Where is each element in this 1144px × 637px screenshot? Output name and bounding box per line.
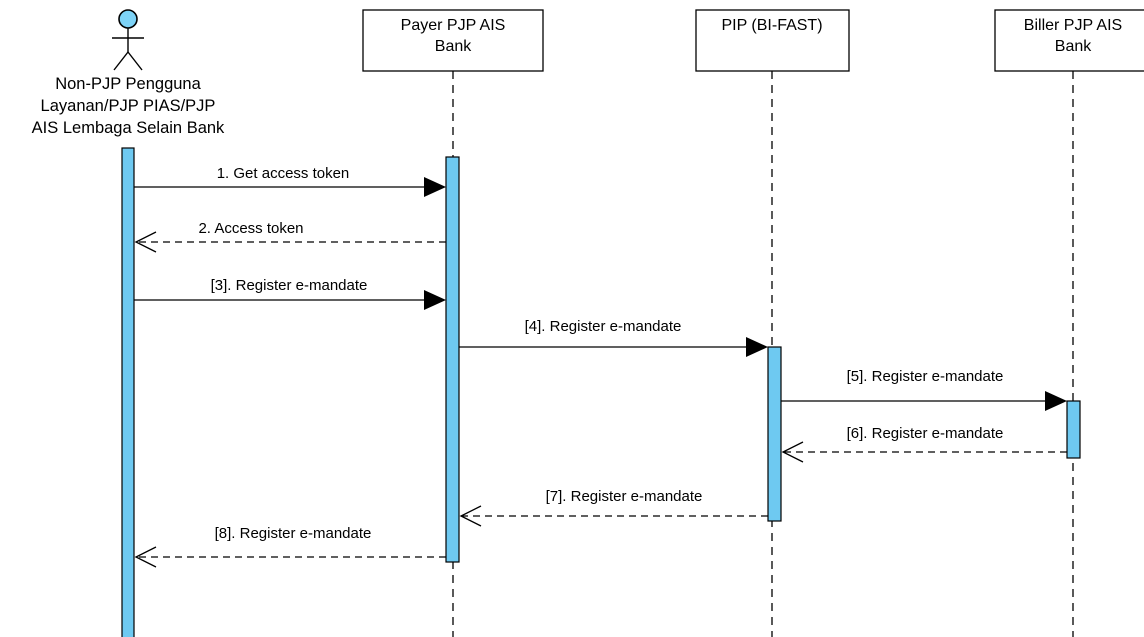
participant-label-payer-line-1: Payer PJP AIS bbox=[401, 17, 506, 34]
actor-figure bbox=[112, 9, 144, 71]
message-5-arrowhead bbox=[1045, 391, 1067, 411]
message-4-label: [4]. Register e-mandate bbox=[525, 318, 682, 335]
activation-payer bbox=[445, 156, 460, 563]
message-6-arrowhead bbox=[781, 441, 804, 463]
actor-label-line-3: AIS Lembaga Selain Bank bbox=[32, 119, 225, 137]
activation-biller bbox=[1066, 400, 1081, 459]
participant-box-pip bbox=[695, 9, 850, 72]
participant-label-biller-line-2: Bank bbox=[1055, 38, 1092, 55]
actor-label-line-1: Non-PJP Pengguna bbox=[55, 75, 201, 93]
message-1-arrowhead bbox=[424, 177, 446, 197]
message-4-arrowhead bbox=[746, 337, 768, 357]
message-5-label: [5]. Register e-mandate bbox=[847, 368, 1004, 385]
participant-box-biller bbox=[994, 9, 1144, 72]
participant-label-pip: PIP (BI-FAST) bbox=[721, 17, 822, 34]
message-2-label: 2. Access token bbox=[198, 220, 303, 237]
actor-right-leg bbox=[127, 51, 143, 71]
actor-label-line-2: Layanan/PJP PIAS/PJP bbox=[41, 97, 216, 115]
message-2-arrowhead bbox=[134, 231, 157, 253]
participant-label-biller-line-1: Biller PJP AIS bbox=[1024, 17, 1122, 34]
message-8-arrowhead bbox=[134, 546, 157, 568]
message-7-arrowhead bbox=[459, 505, 482, 527]
participant-box-payer bbox=[362, 9, 544, 72]
activation-actor bbox=[121, 147, 135, 637]
actor-left-leg bbox=[113, 51, 129, 71]
message-3-label: [3]. Register e-mandate bbox=[211, 277, 368, 294]
actor-head bbox=[118, 9, 138, 29]
message-3-arrowhead bbox=[424, 290, 446, 310]
message-7-label: [7]. Register e-mandate bbox=[546, 488, 703, 505]
message-6-label: [6]. Register e-mandate bbox=[847, 425, 1004, 442]
activation-pip bbox=[767, 346, 782, 522]
message-8-label: [8]. Register e-mandate bbox=[215, 525, 372, 542]
message-1-label: 1. Get access token bbox=[217, 165, 350, 182]
participant-label-payer-line-2: Bank bbox=[435, 38, 472, 55]
